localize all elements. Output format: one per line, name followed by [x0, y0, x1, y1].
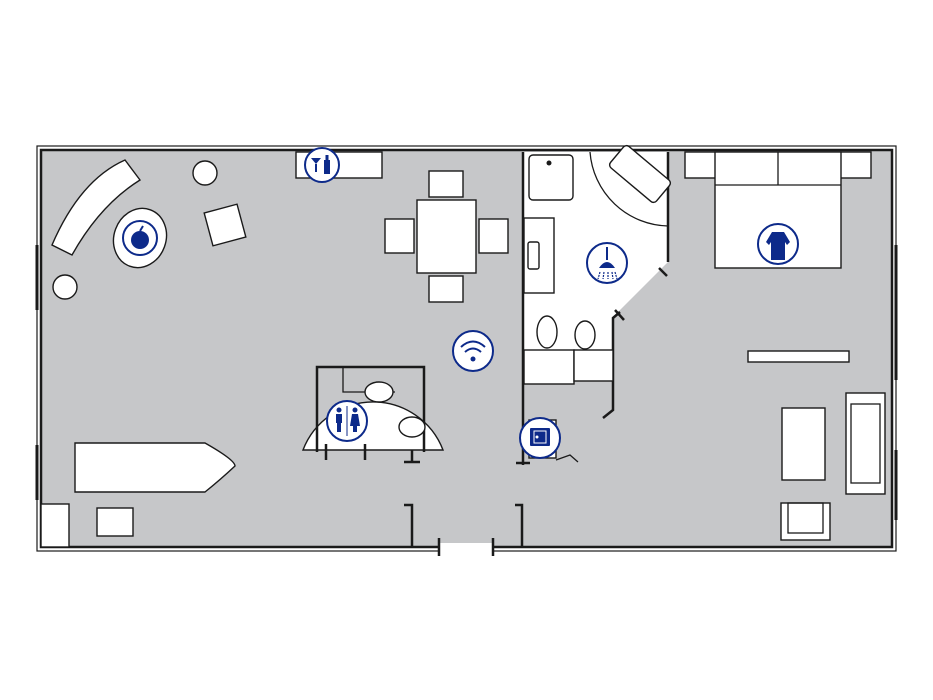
- drain: [546, 160, 552, 166]
- toilet-icon: [326, 400, 368, 442]
- shower-icon: [586, 242, 628, 284]
- wc-wall: [315, 365, 426, 452]
- side-table: [192, 160, 218, 186]
- entrance-door-gap: [439, 543, 493, 553]
- armchair: [203, 203, 247, 247]
- sofa-seat: [850, 403, 881, 484]
- cabinet: [523, 349, 575, 385]
- wc-sink: [364, 381, 394, 403]
- chair: [428, 275, 464, 303]
- door-swing: [555, 454, 579, 463]
- sink: [527, 241, 540, 270]
- chair: [96, 507, 134, 537]
- toilet: [536, 315, 558, 349]
- minibar-icon: [304, 147, 340, 183]
- armchair: [780, 502, 831, 541]
- sofa: [845, 392, 886, 495]
- luggage-rack: [747, 350, 850, 363]
- safe-icon: [519, 417, 561, 459]
- door-jamb: [404, 450, 420, 464]
- desk: [74, 442, 236, 493]
- tub-arc: [589, 151, 669, 227]
- cabinet: [40, 503, 70, 548]
- bathrobe-icon: [757, 223, 799, 265]
- chair: [478, 218, 509, 254]
- shower-tray: [528, 154, 574, 201]
- chair: [428, 170, 464, 198]
- ottoman: [781, 407, 826, 481]
- door-jamb: [515, 503, 524, 546]
- door-jamb: [614, 309, 625, 321]
- side-table: [52, 274, 78, 300]
- dining-table: [416, 199, 477, 274]
- bathtub: [608, 144, 672, 204]
- door-jamb: [404, 503, 414, 546]
- wifi-icon: [452, 330, 494, 372]
- armchair-seat: [787, 502, 824, 534]
- door-jamb: [658, 267, 668, 277]
- fruit-icon: [122, 220, 158, 256]
- cabinet: [573, 349, 614, 382]
- wc-toilet: [398, 416, 426, 438]
- bidet: [574, 320, 596, 350]
- curved-sofa: [51, 159, 142, 256]
- chair: [384, 218, 415, 254]
